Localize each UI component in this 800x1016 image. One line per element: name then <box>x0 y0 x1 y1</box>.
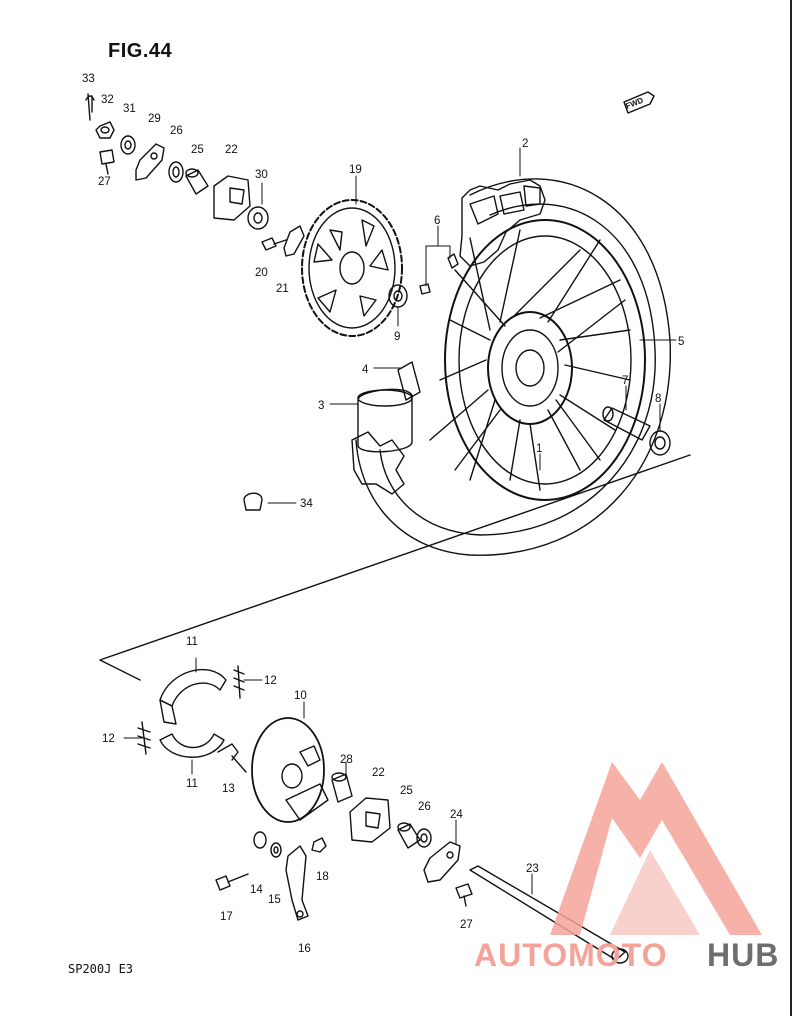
callout-15: 15 <box>268 894 281 906</box>
part-32-castle-nut <box>95 121 115 139</box>
part-28-collar <box>331 772 353 803</box>
callout-6: 6 <box>434 215 440 227</box>
part-6-spoke-nipples <box>419 253 459 295</box>
part-27-bolt <box>99 149 115 175</box>
part-19-sprocket <box>301 199 403 337</box>
part-30-washer <box>247 206 269 230</box>
part-9-bearing <box>388 284 408 308</box>
callout-20: 20 <box>255 267 268 279</box>
scan-edge-line <box>790 0 792 1016</box>
callout-12-left: 12 <box>102 733 115 745</box>
callout-21: 21 <box>276 283 289 295</box>
callout-8: 8 <box>655 393 661 405</box>
callout-23: 23 <box>526 863 539 875</box>
callout-27-bottom: 27 <box>460 919 473 931</box>
part-13-cam <box>217 743 247 773</box>
callout-labels: 33 32 31 29 26 25 22 30 27 20 21 19 9 6 … <box>82 73 684 955</box>
part-18-nut <box>311 837 327 853</box>
callout-11-bottom: 11 <box>186 778 198 790</box>
part-8-bearing <box>649 430 671 456</box>
callout-33: 33 <box>82 73 95 85</box>
part-21-lock-washer <box>283 225 305 257</box>
callout-25-bottom: 25 <box>400 785 413 797</box>
part-12-spring-upper <box>233 665 245 699</box>
part-31-washer <box>120 135 136 155</box>
watermark-text-dark: HUB <box>707 937 779 973</box>
assembly-perspective-line <box>99 454 691 681</box>
part-10-brake-panel <box>251 717 329 823</box>
callout-5: 5 <box>678 336 684 348</box>
figure-title: FIG.44 <box>108 40 173 62</box>
callout-26-bottom: 26 <box>418 801 431 813</box>
callout-7: 7 <box>622 375 628 387</box>
part-3-rim-band-holder <box>357 388 413 453</box>
callout-29: 29 <box>148 113 161 125</box>
part-14-washer <box>253 831 267 849</box>
callout-11-top: 11 <box>186 636 198 648</box>
callout-22-top: 22 <box>225 144 238 156</box>
callout-24: 24 <box>450 809 463 821</box>
callout-12-top: 12 <box>264 675 277 687</box>
part-7-spacer <box>602 406 651 441</box>
part-11-brake-shoe-upper <box>159 669 227 725</box>
callout-1: 1 <box>536 443 542 455</box>
part-27-bolt-bottom <box>455 883 473 907</box>
callout-27-top: 27 <box>98 176 111 188</box>
part-22-bracket-bottom <box>349 797 391 843</box>
callout-19: 19 <box>349 164 362 176</box>
part-34-valve-cap <box>243 492 263 511</box>
callout-32: 32 <box>101 94 114 106</box>
callout-25-top: 25 <box>191 144 204 156</box>
watermark-logo: AUTOMOTO HUB <box>474 762 779 973</box>
callout-30: 30 <box>255 169 268 181</box>
part-29-chain-adjuster <box>135 143 165 181</box>
part-26-dust-seal <box>168 161 184 183</box>
callout-10: 10 <box>294 690 307 702</box>
callout-14: 14 <box>250 884 263 896</box>
callout-2: 2 <box>522 138 528 150</box>
part-11-brake-shoe-lower <box>159 733 225 758</box>
part-16-brake-arm <box>285 845 309 921</box>
part-33-cotter-pin <box>85 93 95 121</box>
part-20-bolt <box>261 237 287 251</box>
fwd-arrow: FWD <box>623 91 655 114</box>
part-22-bracket-top <box>213 175 251 221</box>
model-code: SP200J E3 <box>68 962 134 976</box>
part-1-hub-and-spokes <box>429 229 631 491</box>
callout-16: 16 <box>298 943 311 955</box>
callout-28: 28 <box>340 754 353 766</box>
callout-9: 9 <box>394 331 400 343</box>
callout-26-top: 26 <box>170 125 183 137</box>
callout-17: 17 <box>220 911 233 923</box>
leader-lines <box>123 147 677 895</box>
part-26-seal-bottom <box>416 828 432 848</box>
part-25-spacer-bottom <box>397 822 421 849</box>
callout-34: 34 <box>300 498 313 510</box>
part-25-spacer <box>185 168 209 195</box>
part-15-washer <box>270 842 282 858</box>
callout-3: 3 <box>318 400 324 412</box>
part-5-rim <box>444 219 646 501</box>
callout-18: 18 <box>316 871 329 883</box>
part-24-chain-adjuster <box>423 841 461 883</box>
callout-13: 13 <box>222 783 235 795</box>
callout-4: 4 <box>362 364 369 376</box>
part-17-bolt <box>215 873 249 891</box>
watermark-text-light: AUTOMOTO <box>474 937 667 973</box>
callout-31: 31 <box>123 103 136 115</box>
part-12-spring-lower <box>137 721 151 755</box>
part-2-tire <box>351 178 671 556</box>
callout-22-bottom: 22 <box>372 767 385 779</box>
part-4-tube-valve-flap <box>397 361 421 401</box>
